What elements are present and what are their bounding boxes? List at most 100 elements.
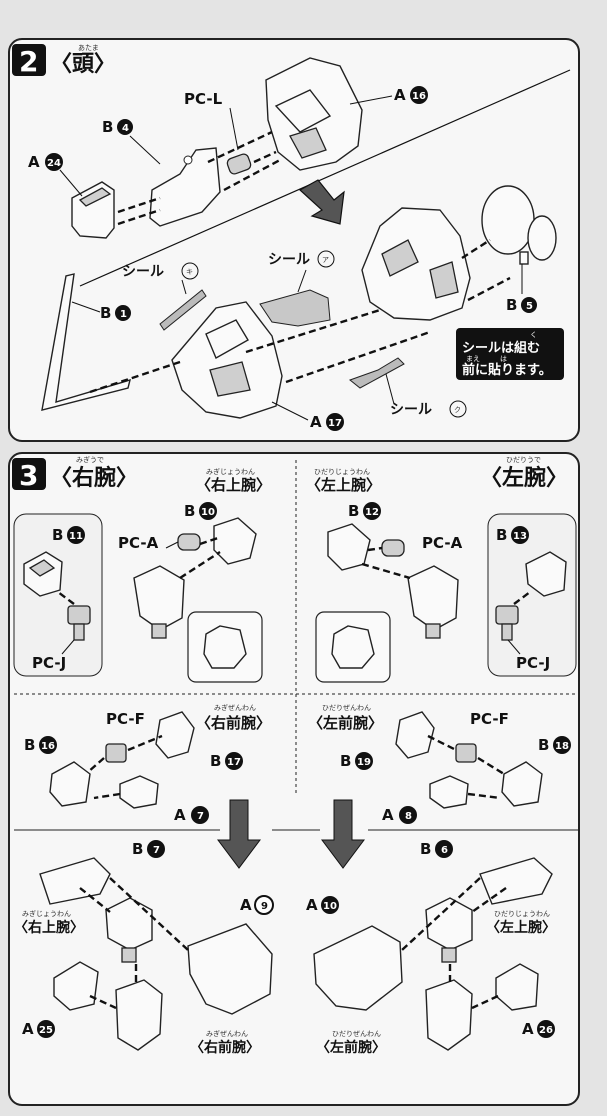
step-number: 2 xyxy=(19,45,38,78)
part-a16 xyxy=(265,57,363,171)
label-seal-ku-mark: ク xyxy=(454,406,461,414)
label-b16: B xyxy=(24,736,35,754)
note-line-1: シールは組む xyxy=(462,340,540,356)
label-pcj-left: PC-J xyxy=(516,654,550,672)
label-b12: B xyxy=(348,502,359,520)
part-b17 xyxy=(155,711,195,759)
right-upper-caption: 〈右上腕〉 xyxy=(14,919,84,936)
label-a7-number: 7 xyxy=(197,811,204,822)
label-b11-number: 11 xyxy=(69,531,83,542)
part-b19 xyxy=(395,711,435,759)
left-upper-ruby: ひだりじょうわん xyxy=(314,468,370,476)
right-arm-title: 〈右腕〉 xyxy=(50,465,138,491)
part-a24 xyxy=(71,181,115,239)
note-ruby-2b: は xyxy=(500,355,507,363)
label-a17-number: 17 xyxy=(328,418,342,429)
label-a9-number: 9 xyxy=(261,901,268,912)
divider-line xyxy=(79,69,571,287)
step-2-diagram: 2 あたま 〈頭〉 xyxy=(12,44,571,431)
assembly-left-fore xyxy=(425,979,473,1051)
left-fore-ruby: ひだりぜんわん xyxy=(322,704,371,712)
label-seal-ki-mark: キ xyxy=(186,268,193,276)
part-b11 xyxy=(23,551,63,597)
part-b4 xyxy=(149,147,221,227)
right-fore-title: 〈右前腕〉 xyxy=(196,714,271,732)
part-pcj-left xyxy=(495,605,519,641)
label-pca-right: PC-A xyxy=(118,534,159,552)
label-b5: B xyxy=(506,296,517,314)
label-b17: B xyxy=(210,752,221,770)
seal-ki xyxy=(159,289,207,331)
label-b6: B xyxy=(420,840,431,858)
left-arm-title: 〈左腕〉 xyxy=(480,465,568,491)
note-ruby-1: く xyxy=(530,331,537,339)
note-line-2: 前に貼ります。 xyxy=(462,362,552,378)
part-pcf-left xyxy=(455,743,477,763)
label-b11: B xyxy=(52,526,63,544)
assembly-right-upper xyxy=(105,897,153,963)
label-pcj-right: PC-J xyxy=(32,654,66,672)
label-b19: B xyxy=(340,752,351,770)
label-a7: A xyxy=(174,806,186,824)
down-arrow-right-icon xyxy=(217,799,261,869)
step-title: 〈頭〉 xyxy=(50,52,116,77)
label-b13: B xyxy=(496,526,507,544)
label-b6-number: 6 xyxy=(441,845,448,856)
label-a10: A xyxy=(306,896,318,914)
part-right-upper xyxy=(133,565,185,639)
label-b1-number: 1 xyxy=(120,309,127,320)
part-a25 xyxy=(53,961,99,1011)
label-pcl: PC-L xyxy=(184,90,223,108)
part-b13 xyxy=(525,551,567,597)
title-ruby: あたま xyxy=(78,44,99,52)
part-b16 xyxy=(49,761,91,807)
label-a26: A xyxy=(522,1020,534,1038)
part-pcl xyxy=(226,153,252,175)
right-fore-ruby-2: みぎぜんわん xyxy=(206,1029,248,1038)
right-fore-ruby: みぎぜんわん xyxy=(214,703,256,712)
part-b6 xyxy=(479,857,553,905)
part-pca-left xyxy=(381,539,405,557)
label-b12-number: 12 xyxy=(365,507,379,518)
part-a17 xyxy=(171,301,283,419)
label-a25-number: 25 xyxy=(39,1025,53,1036)
label-a24: A xyxy=(28,153,40,171)
seal-a xyxy=(259,289,331,327)
right-arm-ruby: みぎうで xyxy=(76,455,104,464)
note-box xyxy=(456,328,564,380)
label-a9: A xyxy=(240,896,252,914)
label-a16-number: 16 xyxy=(412,91,426,102)
left-fore-caption: 〈左前腕〉 xyxy=(316,1039,386,1056)
step-2-panel: 2 あたま 〈頭〉 xyxy=(8,38,580,442)
label-b18: B xyxy=(538,736,549,754)
label-seal-a: シール xyxy=(268,252,310,268)
label-b7: B xyxy=(132,840,143,858)
label-pcf-right: PC-F xyxy=(106,710,145,728)
label-a25: A xyxy=(22,1020,34,1038)
step-3-panel: 3 みぎうで 〈右腕〉 ひだりうで 〈左腕〉 みぎじょうわん 〈右上腕〉 ひだり… xyxy=(8,452,580,1106)
part-body-assembled xyxy=(361,207,471,321)
down-arrow-icon xyxy=(298,179,345,225)
step-number: 3 xyxy=(19,459,38,492)
seal-ku xyxy=(348,357,405,389)
label-b10: B xyxy=(184,502,195,520)
label-a8-number: 8 xyxy=(405,811,412,822)
label-b5-number: 5 xyxy=(526,301,533,312)
label-a10-number: 10 xyxy=(323,901,337,912)
label-b16-number: 16 xyxy=(41,741,55,752)
label-a24-number: 24 xyxy=(47,158,61,169)
label-b19-number: 19 xyxy=(357,757,371,768)
down-arrow-left-icon xyxy=(321,799,365,869)
label-b10-number: 10 xyxy=(201,507,215,518)
assembly-left-upper xyxy=(425,897,473,963)
right-fore-caption: 〈右前腕〉 xyxy=(190,1039,260,1056)
left-arm-ruby: ひだりうで xyxy=(506,456,541,464)
step-number-badge xyxy=(12,44,46,76)
right-upper-ruby-2: みぎじょうわん xyxy=(22,909,71,918)
part-b12 xyxy=(327,523,371,571)
label-a17: A xyxy=(310,413,322,431)
label-b4-number: 4 xyxy=(122,123,129,134)
label-seal-ki: シール xyxy=(122,264,164,280)
label-seal-ku: シール xyxy=(390,402,432,418)
